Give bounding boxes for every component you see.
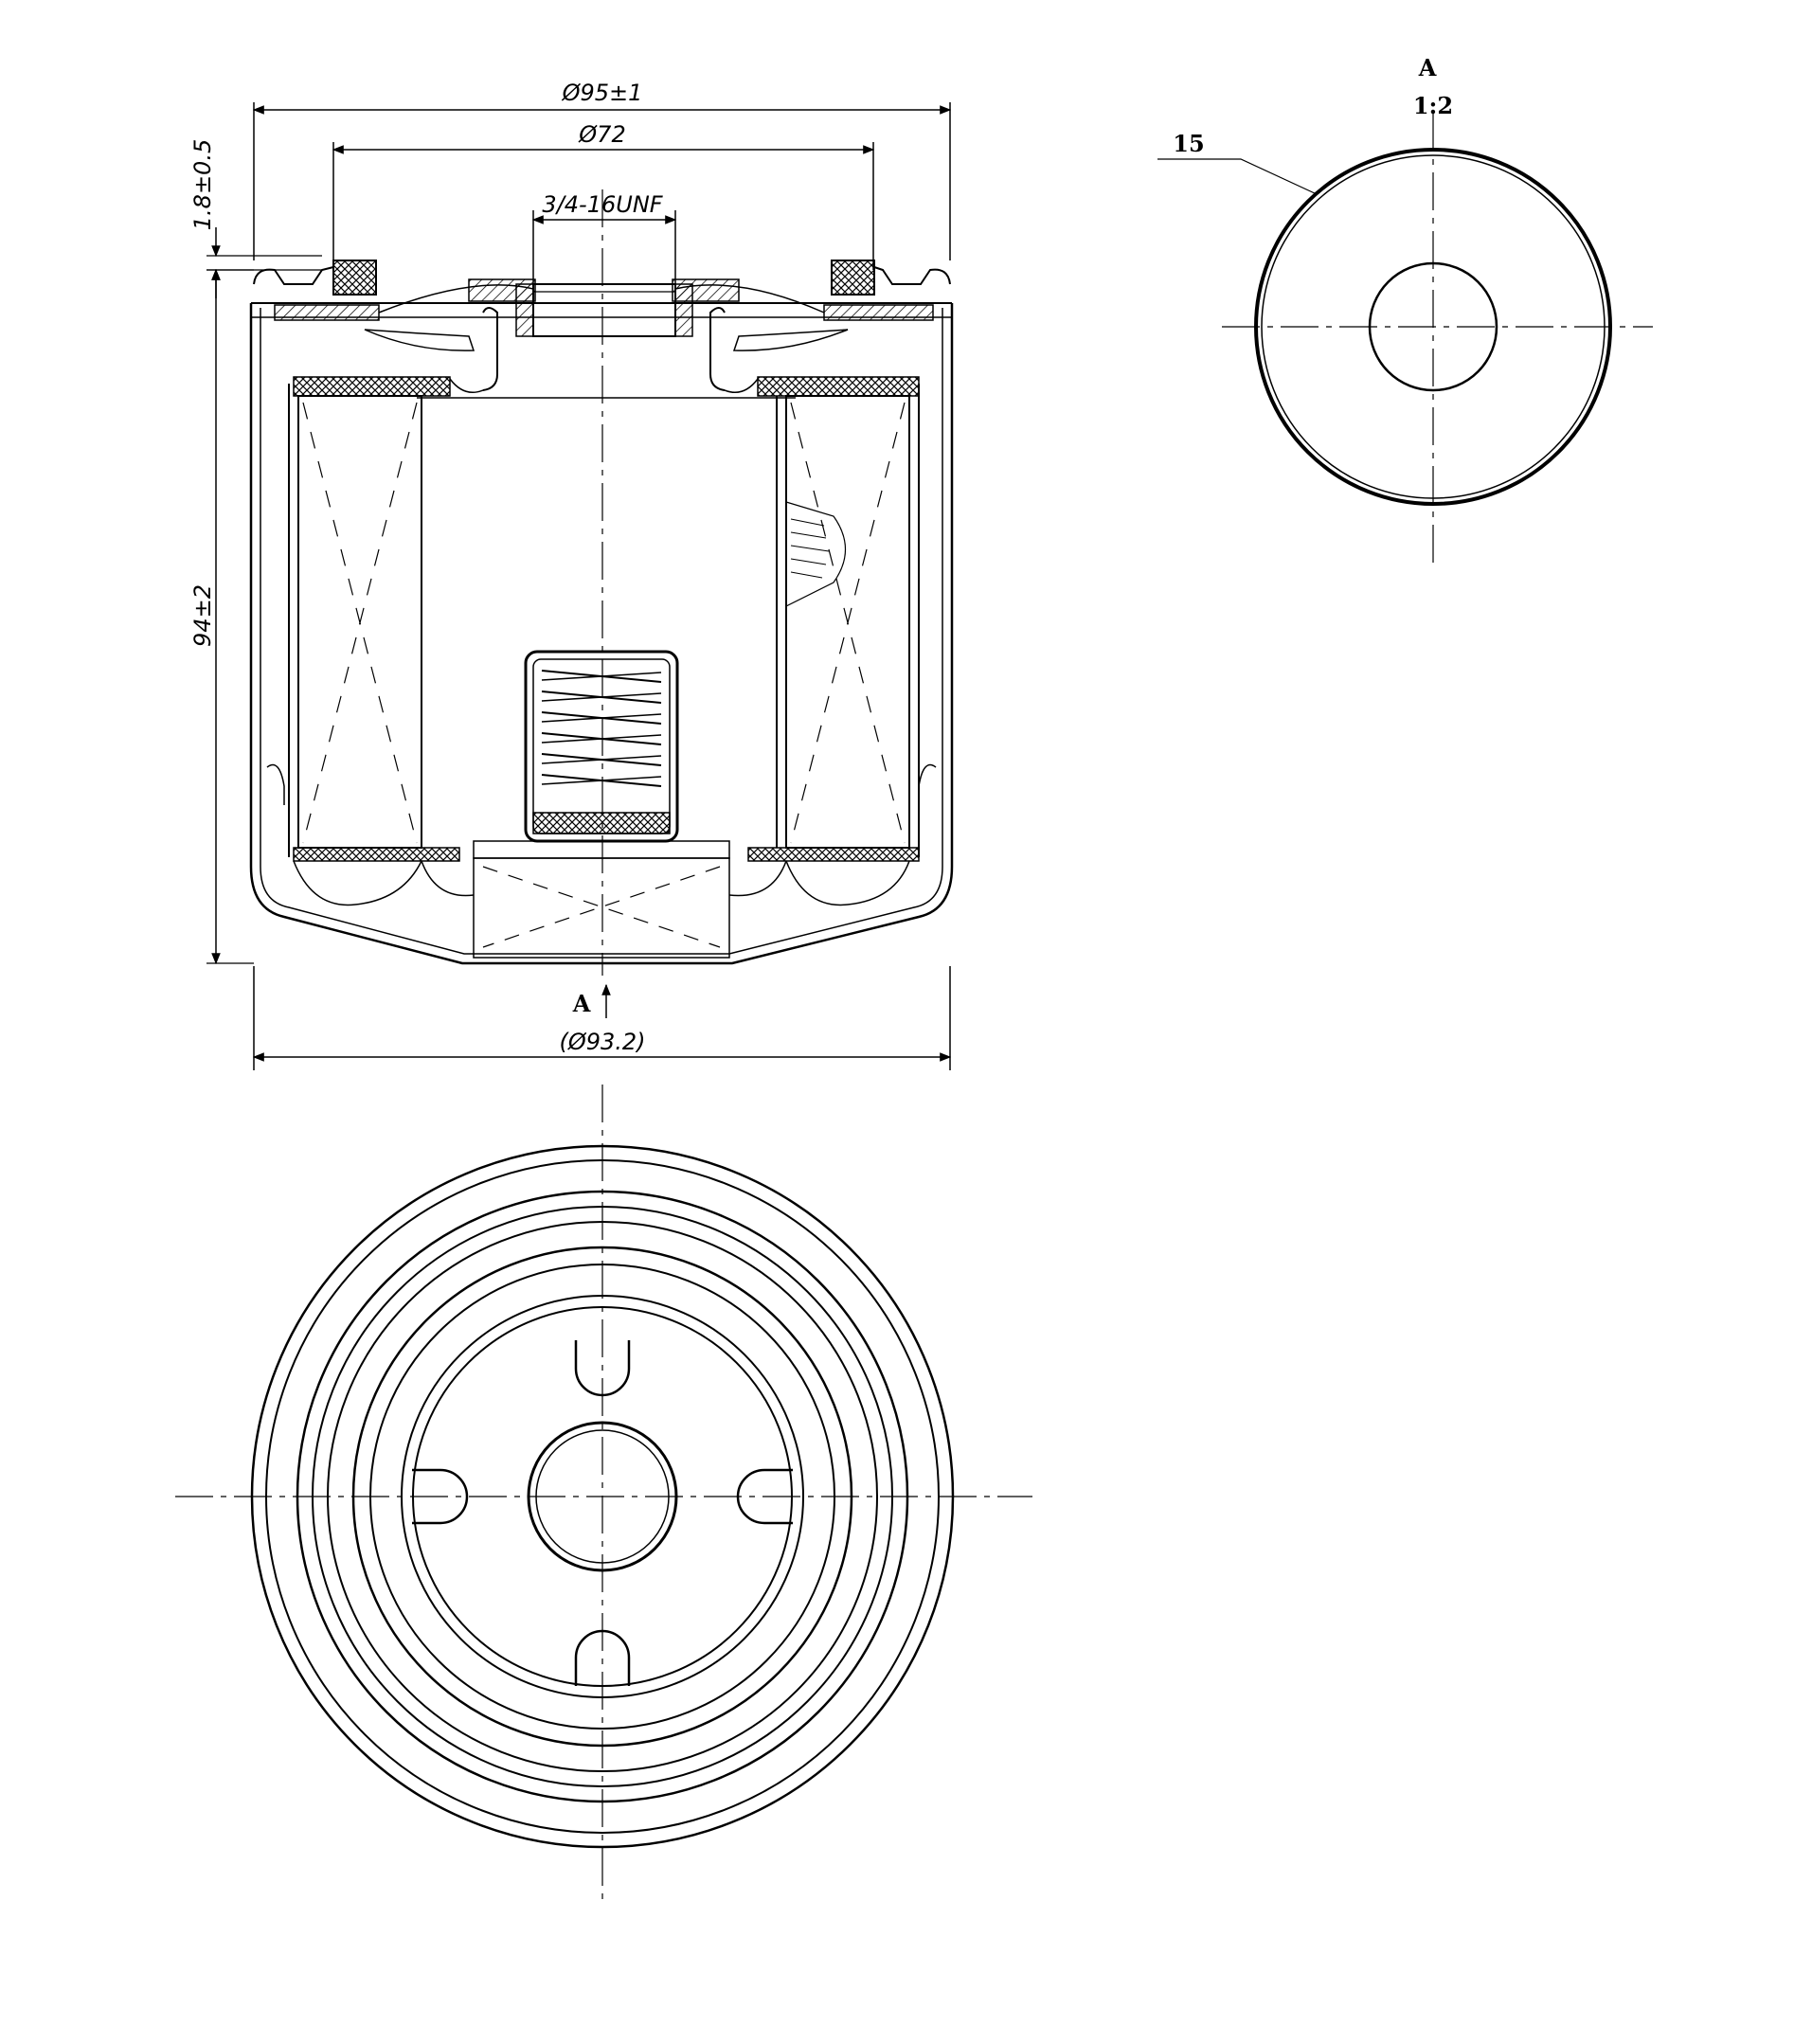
- bypass-valve: [524, 650, 679, 843]
- dimension-outer-diameter: Ø95±1: [252, 80, 952, 260]
- bottom-view: [175, 1085, 1032, 1899]
- bottom-boss: [293, 840, 910, 959]
- dim-outer-diameter-label: Ø95±1: [562, 80, 643, 106]
- dim-gasket-height-label: 1.8±0.5: [189, 139, 216, 230]
- detail-view-a: A 1:2 15: [1157, 54, 1653, 564]
- dim-bottom-diameter-label: (Ø93.2): [559, 1029, 645, 1055]
- dim-height-label: 94±2: [189, 584, 216, 647]
- dimension-seal-diameter: Ø72: [332, 121, 875, 270]
- top-plate: [253, 260, 951, 399]
- filter-element: [288, 376, 920, 862]
- dimension-gasket-height: 1.8±0.5: [189, 139, 322, 298]
- view-arrow-label: A: [572, 990, 591, 1017]
- view-arrow: A: [572, 983, 611, 1018]
- dimension-height: 94±2: [189, 268, 254, 965]
- detail-view-label: A: [1418, 54, 1437, 81]
- wrench-slot-left: [412, 1468, 469, 1525]
- section-view: Ø95±1 Ø72 3/4-16UNF 1.8±0.5: [189, 80, 954, 1070]
- filter-housing: [249, 302, 954, 965]
- callout-number: 15: [1173, 130, 1204, 157]
- dimension-bottom-diameter: (Ø93.2): [252, 966, 952, 1070]
- dim-seal-diameter-label: Ø72: [578, 121, 625, 148]
- dimension-thread: 3/4-16UNF: [531, 191, 677, 284]
